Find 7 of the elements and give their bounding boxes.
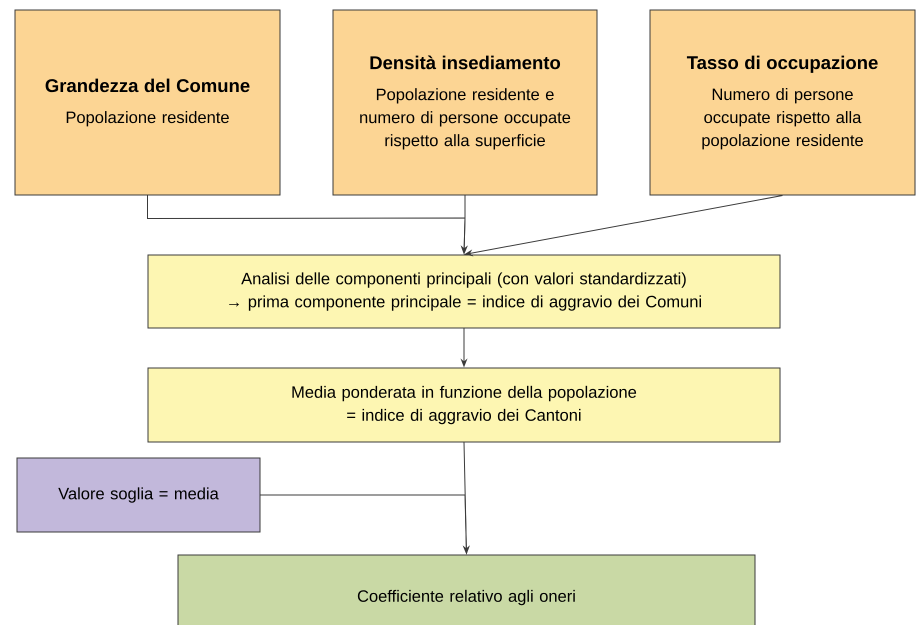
process-box: Analisi delle componenti principali (con valori standardizzati) → prima componente principale = indice di aggravio dei Comuni [148,254,780,328]
result-box: Coefficiente relativo agli oneri [178,554,756,625]
criterion-box: Densità insediamento Popolazione residente e numero di persone occupate rispetto alla superficie [332,10,598,196]
process-box: Media ponderata in funzione della popolazione = indice di aggravio dei Cantoni [148,368,780,442]
criterion-box: Tasso di occupazione Numero di persone occupate rispetto alla popolazione residente [650,10,916,196]
threshold-box: Valore soglia = media [16,458,260,532]
criterion-box: Grandezza del Comune Popolazione residente [14,10,280,196]
